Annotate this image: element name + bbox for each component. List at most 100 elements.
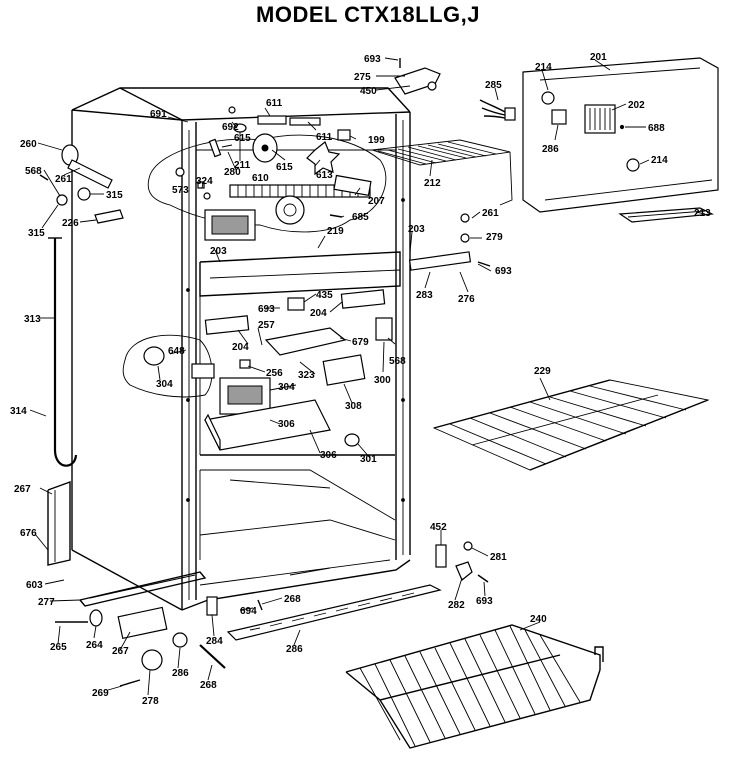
callout-648: 648 — [168, 346, 185, 357]
callout-679: 679 — [352, 337, 369, 348]
callout-603: 603 — [26, 580, 43, 591]
callout-300: 300 — [374, 375, 391, 386]
callout-693-center: 693 — [258, 304, 275, 315]
callout-285: 285 — [485, 80, 502, 91]
callout-286-lower: 286 — [172, 668, 189, 679]
callout-279: 279 — [486, 232, 503, 243]
fresh-food-controls — [122, 289, 393, 451]
callout-283: 283 — [416, 290, 433, 301]
callout-308: 308 — [345, 401, 362, 412]
callout-260: 260 — [20, 139, 37, 150]
callout-256: 256 — [266, 368, 283, 379]
callout-282: 282 — [448, 600, 465, 611]
callout-203: 203 — [210, 246, 227, 257]
callout-313: 313 — [24, 314, 41, 325]
callout-693-right: 693 — [495, 266, 512, 277]
leader-lines — [29, 57, 706, 696]
callout-219: 219 — [327, 226, 344, 237]
callout-613: 613 — [316, 170, 333, 181]
callout-202: 202 — [628, 100, 645, 111]
leveling-parts — [55, 541, 489, 687]
callout-267-lower: 267 — [112, 646, 129, 657]
rear-control-panel — [522, 57, 719, 223]
callout-450: 450 — [360, 86, 377, 97]
freezer-shelf — [371, 139, 513, 206]
callout-315-left: 315 — [28, 228, 45, 239]
callout-611: 611 — [266, 98, 283, 109]
callout-214: 214 — [535, 62, 552, 73]
callout-204-left: 204 — [232, 342, 249, 353]
toe-rail — [79, 571, 207, 607]
top-hinge — [394, 58, 441, 95]
callout-265: 265 — [50, 642, 67, 653]
callout-615: 615 — [234, 133, 251, 144]
drain-tube — [48, 237, 78, 467]
callout-568: 568 — [25, 166, 42, 177]
callout-264: 264 — [86, 640, 103, 651]
callout-301: 301 — [360, 454, 377, 465]
water-valve-parts — [39, 144, 124, 224]
callout-685: 685 — [352, 212, 369, 223]
callout-691: 691 — [150, 109, 167, 120]
callout-611-right: 611 — [316, 132, 333, 143]
callout-284: 284 — [206, 636, 223, 647]
callout-693: 693 — [364, 54, 381, 65]
callout-199: 199 — [368, 135, 385, 146]
callout-692: 692 — [222, 122, 239, 133]
callout-229: 229 — [534, 366, 551, 377]
callout-214-lower: 214 — [651, 155, 668, 166]
callout-693-lower: 693 — [476, 596, 493, 607]
callout-573: 573 — [172, 185, 189, 196]
callout-204: 204 — [310, 308, 327, 319]
callout-688: 688 — [648, 123, 665, 134]
callout-315: 315 — [106, 190, 123, 201]
callout-203-right: 203 — [408, 224, 425, 235]
callout-610: 610 — [252, 173, 269, 184]
callout-615-b: 615 — [276, 162, 293, 173]
wire-basket — [345, 624, 604, 749]
callout-324: 324 — [196, 176, 213, 187]
callout-201: 201 — [590, 52, 607, 63]
callout-435: 435 — [316, 290, 333, 301]
callout-268-lower: 268 — [200, 680, 217, 691]
base-grille — [226, 584, 442, 641]
callout-257: 257 — [258, 320, 275, 331]
callout-306-lower: 306 — [320, 450, 337, 461]
callout-280: 280 — [224, 167, 241, 178]
callout-261-right: 261 — [482, 208, 499, 219]
callout-269: 269 — [92, 688, 109, 699]
callout-306: 306 — [278, 419, 295, 430]
callout-240: 240 — [530, 614, 547, 625]
side-rail — [47, 481, 71, 566]
callout-568-right: 568 — [389, 356, 406, 367]
callout-276: 276 — [458, 294, 475, 305]
callout-304: 304 — [278, 382, 295, 393]
callout-314: 314 — [10, 406, 27, 417]
callout-211: 211 — [234, 160, 251, 171]
model-title: MODEL CTX18LLG,J — [256, 2, 480, 27]
callout-278: 278 — [142, 696, 159, 707]
center-hinge — [408, 213, 491, 271]
wire-harness — [479, 99, 516, 121]
callout-labels: 693 275 450 285 214 201 202 286 688 214 … — [10, 52, 711, 707]
callout-212: 212 — [424, 178, 441, 189]
callout-694: 694 — [240, 606, 257, 617]
callout-277: 277 — [38, 597, 55, 608]
callout-323: 323 — [298, 370, 315, 381]
cabinet-shell — [71, 87, 411, 611]
callout-213: 213 — [694, 208, 711, 219]
callout-452: 452 — [430, 522, 447, 533]
fresh-food-shelf — [432, 379, 710, 471]
callout-286-grille: 286 — [286, 644, 303, 655]
callout-226: 226 — [62, 218, 79, 229]
callout-281: 281 — [490, 552, 507, 563]
callout-286: 286 — [542, 144, 559, 155]
callout-207: 207 — [368, 196, 385, 207]
callout-261: 261 — [55, 174, 72, 185]
callout-676: 676 — [20, 528, 37, 539]
callout-268: 268 — [284, 594, 301, 605]
freezer-control-assembly — [147, 106, 387, 241]
callout-275: 275 — [354, 72, 371, 83]
